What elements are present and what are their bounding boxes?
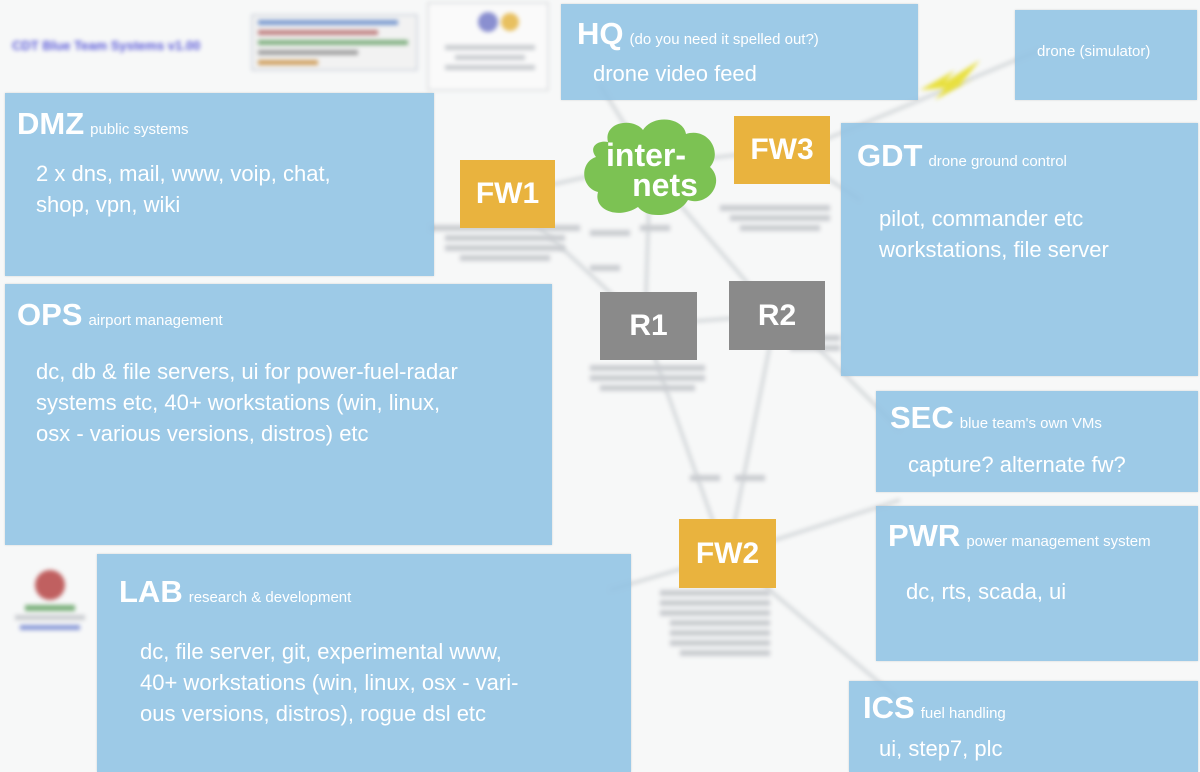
firewall-fw1[interactable]: FW1 [460, 160, 555, 228]
attacker-node [15, 570, 85, 630]
zone-hq[interactable]: HQ (do you need it spelled out?) drone vi… [561, 4, 918, 100]
internets-cloud [584, 119, 717, 216]
zone-lab-code: LAB [119, 574, 183, 609]
zone-sec-description: capture? alternate fw? [908, 452, 1126, 477]
zone-gdt-code: GDT [857, 138, 923, 173]
link-r2-fw2 [726, 319, 777, 556]
zone-ics[interactable]: ICS fuel handling ui, step7, plc [849, 681, 1198, 772]
top-device-box [427, 2, 549, 91]
zone-hq-subtitle: (do you need it spelled out?) [629, 31, 819, 48]
firewall-fw2[interactable]: FW2 [679, 519, 776, 588]
zone-ics-code: ICS [863, 690, 915, 725]
zone-sec[interactable]: SEC blue team's own VMs capture? alternat… [876, 391, 1198, 492]
zone-gdt-header: GDT drone ground control [857, 138, 1067, 174]
zone-lab-header: LAB research & development [119, 574, 351, 610]
zone-dmz-header: DMZ public systems [17, 106, 189, 142]
zone-ops-subtitle: airport management [88, 312, 223, 329]
zone-ics-header: ICS fuel handling [863, 690, 1006, 726]
zone-hq-description: drone video feed [593, 61, 757, 86]
zone-pwr-header: PWR power management system [888, 518, 1151, 554]
zone-ops-code: OPS [17, 297, 83, 332]
router-r1[interactable]: R1 [600, 292, 697, 360]
zone-dmz[interactable]: DMZ public systems 2 x dns, mail, www, vo… [5, 93, 434, 276]
zone-lab[interactable]: LAB research & development dc, file serve… [97, 554, 631, 772]
zone-ops-header: OPS airport management [17, 297, 223, 333]
zone-sec-code: SEC [890, 400, 954, 435]
link-fw3-drone [799, 48, 1041, 152]
zone-ics-subtitle: fuel handling [920, 705, 1006, 722]
zone-gdt-description: pilot, commander etc workstations, file … [879, 206, 1109, 262]
zone-sec-header: SEC blue team's own VMs [890, 400, 1102, 436]
firewall-fw3[interactable]: FW3 [734, 116, 830, 184]
wireless-link [920, 60, 980, 100]
zone-pwr[interactable]: PWR power management system dc, rts, scad… [876, 506, 1198, 661]
zone-gdt-subtitle: drone ground control [928, 153, 1067, 170]
router-r2[interactable]: R2 [729, 281, 825, 350]
zone-drone-description: drone (simulator) [1037, 43, 1151, 60]
zone-pwr-code: PWR [888, 518, 961, 553]
zone-gdt[interactable]: GDT drone ground control pilot, commander… [841, 123, 1198, 376]
zone-dmz-description: 2 x dns, mail, www, voip, chat, shop, vp… [36, 161, 331, 217]
zone-hq-header: HQ (do you need it spelled out?) [577, 16, 819, 52]
zone-ops-description: dc, db & file servers, ui for power-fuel… [36, 359, 458, 446]
zone-ics-description: ui, step7, plc [879, 736, 1003, 761]
diagram-title: CDT Blue Team Systems v1.00 [12, 38, 201, 53]
zone-ops[interactable]: OPS airport management dc, db & file serv… [5, 284, 552, 545]
zone-dmz-subtitle: public systems [90, 121, 189, 138]
zone-hq-code: HQ [577, 16, 624, 51]
internets-line1: inter- [606, 137, 686, 173]
zone-pwr-subtitle: power management system [966, 533, 1151, 550]
top-legend [251, 14, 418, 71]
zone-dmz-code: DMZ [17, 106, 85, 141]
zone-lab-subtitle: research & development [188, 589, 352, 606]
zone-lab-description: dc, file server, git, experimental www, … [140, 639, 519, 726]
zone-pwr-description: dc, rts, scada, ui [906, 579, 1067, 604]
zone-drone[interactable]: drone (simulator) [1015, 10, 1197, 100]
internets-line2: nets [632, 167, 698, 203]
zone-sec-subtitle: blue team's own VMs [959, 415, 1102, 432]
internets-label: inter- nets [588, 139, 718, 203]
